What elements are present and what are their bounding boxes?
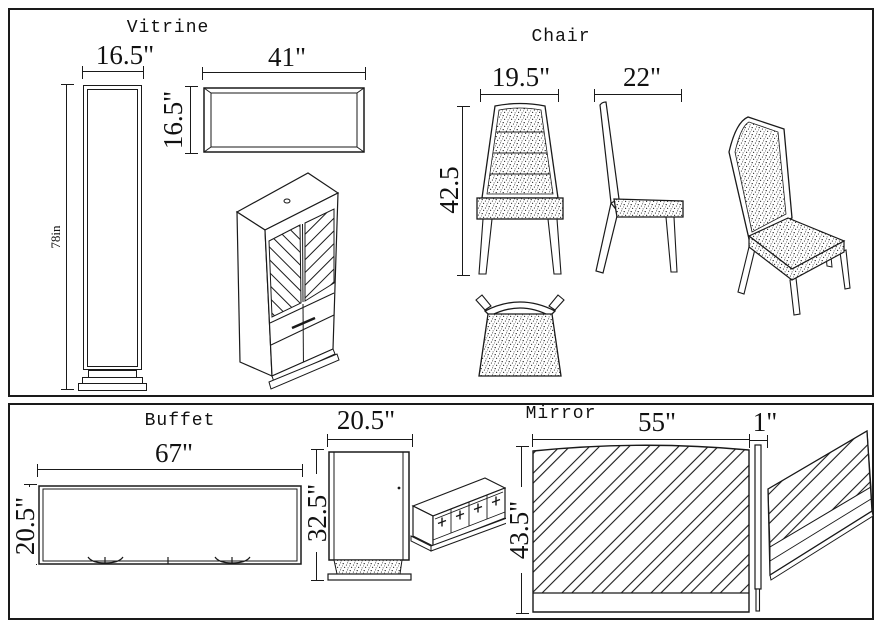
chair-front-view [476, 102, 564, 275]
vitrine-top-width-dim-line [202, 67, 366, 80]
vitrine-front-view [83, 85, 142, 370]
chair-depth-dim-line [594, 89, 682, 102]
buffet-top-view [38, 485, 302, 565]
chair-height-dim-line [457, 106, 470, 276]
mirror-front-view [532, 444, 750, 613]
vitrine-top-depth-dim-line [185, 86, 198, 154]
buffet-height-dim-label: 32.5" [302, 474, 332, 552]
vitrine-top-width-dim-label: 41" [267, 42, 307, 72]
buffet-width-dim-label: 67" [154, 438, 194, 468]
chair-side-view [595, 101, 684, 274]
mirror-height-dim-label: 43.5" [504, 487, 534, 573]
vitrine-title: Vitrine [126, 18, 210, 38]
buffet-side-view [327, 451, 412, 581]
chair-width-dim-line [480, 89, 559, 102]
vitrine-front-width-dim-label: 16.5" [95, 40, 155, 70]
buffet-perspective-view [410, 477, 508, 552]
chair-perspective-view [728, 116, 851, 316]
buffet-side-width-dim-label: 20.5" [336, 405, 396, 435]
mirror-width-dim-label: 55" [637, 407, 677, 437]
mirror-thickness-dim-label: 1" [752, 407, 778, 437]
mirror-thickness-dim-line [749, 435, 768, 448]
chair-width-dim-label: 19.5" [491, 62, 551, 92]
vitrine-perspective-view [235, 172, 340, 390]
vitrine-height-dim-line [61, 84, 74, 390]
mirror-title: Mirror [525, 404, 597, 424]
top-panel [8, 8, 874, 397]
chair-height-dim-label: 42.5 [434, 166, 464, 214]
chair-depth-dim-label: 22" [622, 62, 662, 92]
buffet-depth-dim-label: 20.5" [10, 487, 40, 565]
vitrine-top-depth-dim-label: 16.5" [158, 90, 188, 150]
vitrine-front-width-dim-line [82, 66, 144, 79]
buffet-width-dim-line [37, 464, 303, 477]
chair-title: Chair [531, 27, 591, 47]
vitrine-top-view [203, 87, 365, 153]
vitrine-height-dim-label: 78in [48, 225, 63, 249]
buffet-title: Buffet [144, 411, 216, 431]
chair-top-view [475, 294, 565, 377]
mirror-width-dim-line [532, 434, 750, 447]
vitrine-base-plinth [78, 383, 147, 391]
buffet-side-width-dim-line [327, 434, 413, 447]
mirror-perspective-view [767, 429, 874, 581]
mirror-side-view [754, 444, 762, 612]
